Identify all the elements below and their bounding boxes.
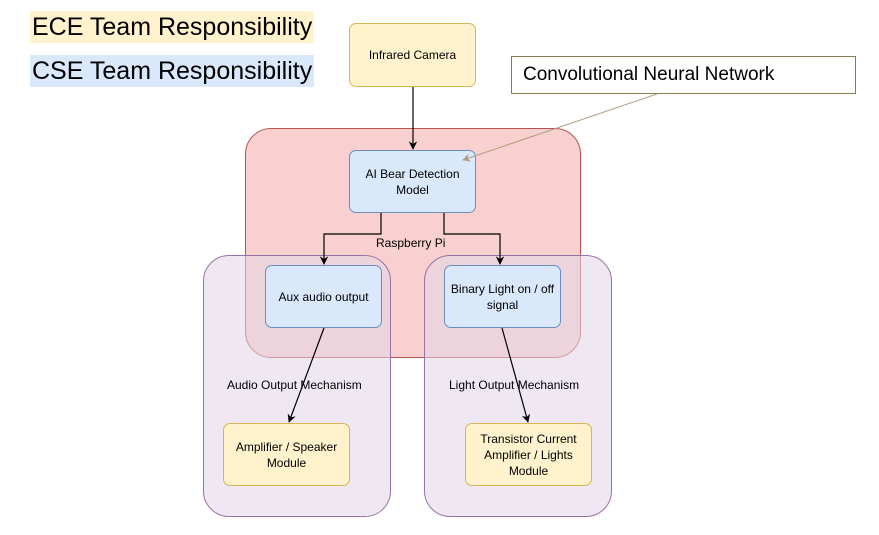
- ai-bear-detection-line1: AI Bear Detection: [365, 166, 460, 181]
- amplifier-line1: Amplifier / Speaker: [235, 439, 338, 454]
- ai-bear-detection-label: AI Bear Detection Model: [365, 166, 459, 198]
- light-output-label: Light Output Mechanism: [449, 378, 580, 392]
- transistor-line1: Transistor Current: [480, 431, 577, 446]
- ai-bear-detection-node: AI Bear Detection Model: [349, 150, 476, 213]
- audio-output-label: Audio Output Mechanism: [227, 378, 362, 392]
- transistor-line2: Amplifier / Lights: [484, 447, 573, 462]
- ai-bear-detection-line2: Model: [396, 182, 429, 197]
- arrow-ai-to-aux: [319, 213, 382, 265]
- amplifier-speaker-node: Amplifier / Speaker Module: [223, 423, 350, 486]
- raspberry-pi-label: Raspberry Pi: [376, 236, 446, 250]
- transistor-amplifier-node: Transistor Current Amplifier / Lights Mo…: [465, 423, 592, 486]
- binary-light-line2: signal: [486, 297, 519, 312]
- arrow-aux-to-amplifier: [287, 327, 325, 423]
- binary-light-signal-node: Binary Light on / off signal: [444, 265, 561, 328]
- arrow-cnn-to-ai: [462, 93, 658, 162]
- amplifier-speaker-label: Amplifier / Speaker Module: [236, 439, 337, 471]
- transistor-line3: Module: [508, 463, 549, 478]
- amplifier-line2: Module: [266, 455, 307, 470]
- infrared-camera-label: Infrared Camera: [368, 48, 457, 62]
- infrared-camera-node: Infrared Camera: [349, 23, 476, 87]
- arrow-binary-to-transistor: [501, 327, 531, 423]
- cnn-annotation-label: Convolutional Neural Network: [523, 64, 775, 85]
- legend-cse-responsibility: CSE Team Responsibility: [30, 55, 315, 87]
- cnn-annotation-box: Convolutional Neural Network: [511, 56, 856, 94]
- transistor-amplifier-label: Transistor Current Amplifier / Lights Mo…: [480, 431, 576, 479]
- binary-light-line1: Binary Light on / off: [450, 281, 555, 296]
- aux-audio-output-label: Aux audio output: [278, 289, 369, 304]
- aux-audio-output-node: Aux audio output: [265, 265, 382, 328]
- arrow-ai-to-binary: [443, 213, 505, 265]
- legend-ece-responsibility: ECE Team Responsibility: [30, 11, 315, 43]
- binary-light-signal-label: Binary Light on / off signal: [451, 281, 554, 313]
